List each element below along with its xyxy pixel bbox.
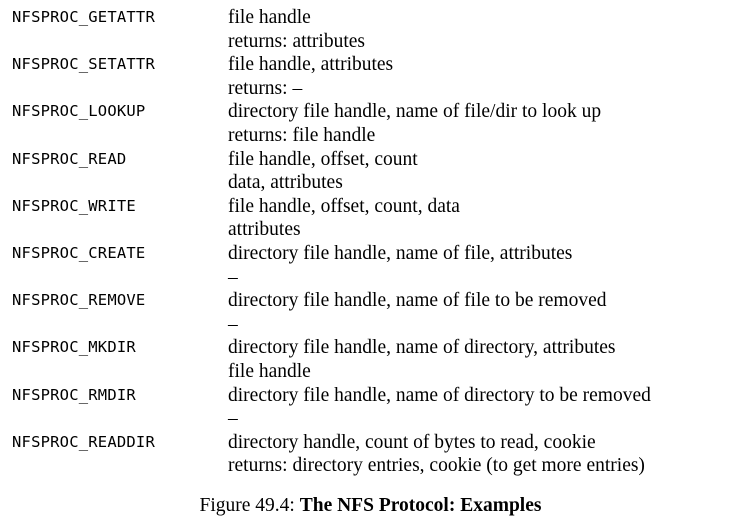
procedure-name: NFSPROC_READDIR (12, 432, 155, 451)
procedure-name: NFSPROC_SETATTR (12, 55, 155, 74)
procedure-arguments: directory file handle, name of file to b… (228, 290, 607, 312)
procedure-name: NFSPROC_REMOVE (12, 291, 146, 310)
procedure-arguments: directory file handle, name of directory… (228, 384, 651, 406)
procedure-returns: – (228, 408, 238, 430)
procedure-description: directory file handle, name of directory… (228, 384, 737, 431)
procedure-name: NFSPROC_WRITE (12, 196, 136, 215)
procedure-returns: – (228, 266, 238, 288)
procedure-arguments: directory file handle, name of file/dir … (228, 101, 602, 123)
procedure-name: NFSPROC_READ (12, 149, 127, 168)
procedure-description: file handle returns: attributes (228, 6, 737, 53)
procedure-row: NFSPROC_READ file handle, offset, count … (12, 148, 737, 195)
procedure-row: NFSPROC_RMDIR directory file handle, nam… (12, 384, 737, 431)
procedure-arguments: directory file handle, name of file, att… (228, 242, 573, 264)
procedure-returns: returns: – (228, 77, 303, 99)
procedure-row: NFSPROC_CREATE directory file handle, na… (12, 242, 737, 289)
procedure-description: directory file handle, name of file to b… (228, 289, 737, 336)
procedure-row: NFSPROC_GETATTR file handle returns: att… (12, 6, 737, 53)
procedure-description: file handle, attributes returns: – (228, 53, 737, 100)
procedure-name: NFSPROC_RMDIR (12, 385, 136, 404)
procedure-arguments: directory file handle, name of directory… (228, 337, 616, 359)
procedure-returns: returns: file handle (228, 124, 376, 146)
nfs-procedure-table: NFSPROC_GETATTR file handle returns: att… (12, 6, 737, 478)
procedure-description: directory file handle, name of directory… (228, 336, 737, 383)
procedure-arguments: file handle, offset, count (228, 148, 418, 170)
procedure-row: NFSPROC_READDIR directory handle, count … (12, 431, 737, 478)
procedure-arguments: file handle, attributes (228, 54, 394, 76)
procedure-arguments: file handle (228, 7, 311, 28)
procedure-row: NFSPROC_WRITE file handle, offset, count… (12, 195, 737, 242)
caption-title: The NFS Protocol: Examples (299, 495, 542, 516)
procedure-description: file handle, offset, count data, attribu… (228, 148, 737, 195)
procedure-returns: – (228, 313, 238, 335)
procedure-row: NFSPROC_REMOVE directory file handle, na… (12, 289, 737, 336)
procedure-description: file handle, offset, count, data attribu… (228, 195, 737, 242)
procedure-returns: attributes (228, 219, 301, 241)
procedure-returns: returns: directory entries, cookie (to g… (228, 455, 645, 477)
procedure-arguments: directory handle, count of bytes to read… (228, 431, 596, 453)
procedure-row: NFSPROC_MKDIR directory file handle, nam… (12, 336, 737, 383)
procedure-name: NFSPROC_CREATE (12, 243, 146, 262)
procedure-name: NFSPROC_GETATTR (12, 8, 155, 26)
procedure-name: NFSPROC_LOOKUP (12, 102, 146, 121)
caption-label: Figure 49.4: (199, 495, 295, 516)
procedure-returns: returns: attributes (228, 30, 366, 52)
procedure-row: NFSPROC_LOOKUP directory file handle, na… (12, 100, 737, 147)
procedure-name: NFSPROC_MKDIR (12, 338, 136, 357)
procedure-description: directory handle, count of bytes to read… (228, 431, 737, 478)
procedure-row: NFSPROC_SETATTR file handle, attributes … (12, 53, 737, 100)
procedure-description: directory file handle, name of file, att… (228, 242, 737, 289)
figure-caption: Figure 49.4: The NFS Protocol: Examples (0, 494, 741, 518)
procedure-returns: data, attributes (228, 172, 343, 194)
procedure-returns: file handle (228, 360, 311, 382)
procedure-arguments: file handle, offset, count, data (228, 195, 460, 217)
procedure-description: directory file handle, name of file/dir … (228, 100, 737, 147)
